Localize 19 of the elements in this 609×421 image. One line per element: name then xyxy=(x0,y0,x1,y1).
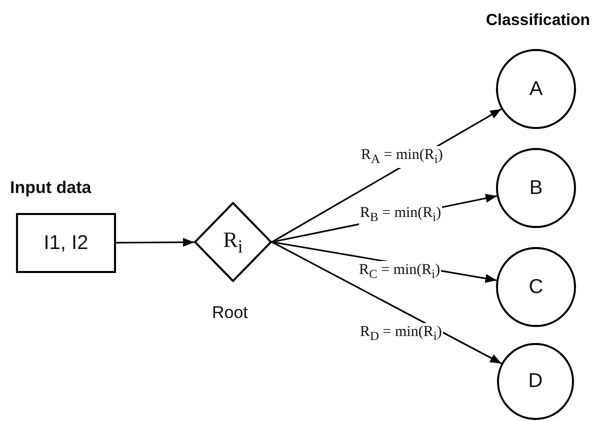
node-caption: Root xyxy=(212,303,248,323)
node-label: B xyxy=(529,176,543,200)
section-heading: Classification xyxy=(486,12,590,30)
edge-label: R$_{A}$ = min(R$_{i}$) xyxy=(360,146,444,168)
node-label: A xyxy=(529,78,543,100)
node-label: D xyxy=(528,370,543,393)
process-box xyxy=(16,213,116,273)
node-label: R$_{i}$ xyxy=(223,226,243,258)
decision-diamond xyxy=(194,202,272,282)
edge-label: R$_{B}$ = min(R$_{i}$) xyxy=(359,204,442,226)
section-heading: Input data xyxy=(10,178,92,198)
class-circle xyxy=(496,49,576,129)
arrow xyxy=(116,238,194,247)
class-circle xyxy=(496,148,576,228)
arrow xyxy=(272,241,502,364)
node-label: C xyxy=(528,276,544,298)
node-label: I1, I2 xyxy=(44,232,88,254)
class-circle xyxy=(496,247,576,327)
class-circle xyxy=(497,343,574,420)
